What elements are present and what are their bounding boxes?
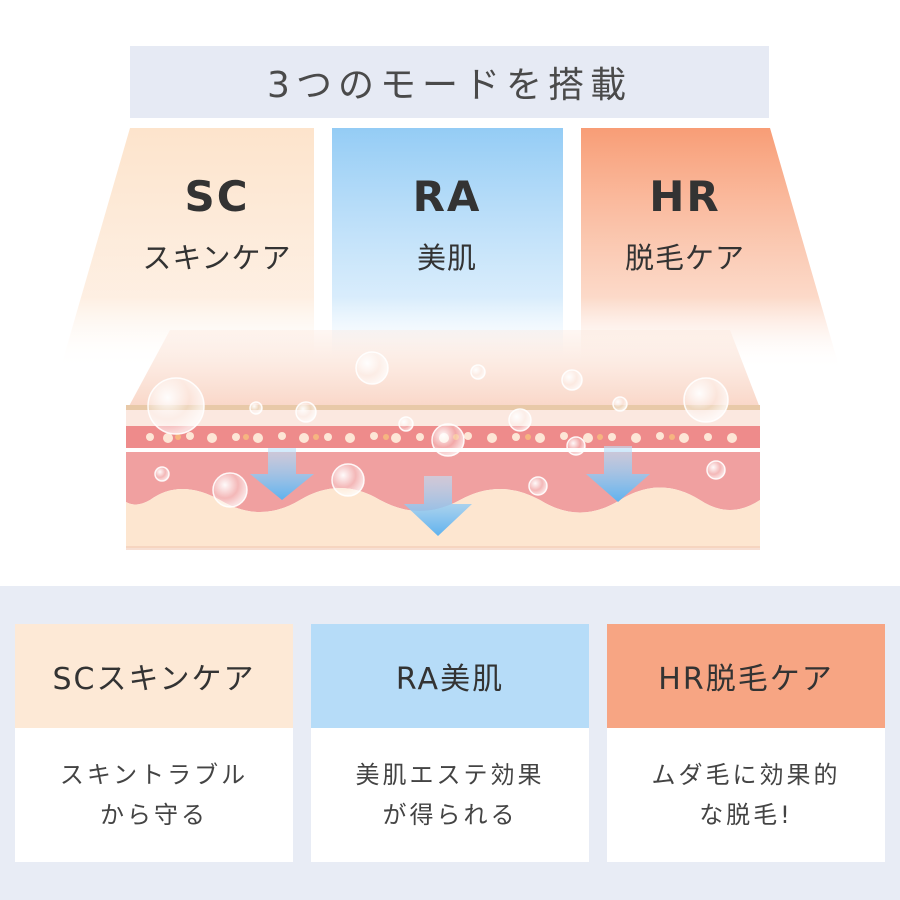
card-hr: HR脱毛ケア ムダ毛に効果的 な脱毛! — [607, 624, 885, 862]
page-title: 3つのモードを搭載 — [130, 46, 769, 118]
mode-code: RA — [412, 172, 482, 221]
mode-code: HR — [649, 172, 721, 221]
penetration-arrows — [250, 446, 650, 536]
mode-hr: HR 脱毛ケア — [590, 172, 780, 277]
beam-ra — [332, 128, 563, 370]
cell-dots — [146, 432, 737, 443]
mode-code: SC — [184, 172, 250, 221]
card-description: ムダ毛に効果的 な脱毛! — [651, 761, 841, 829]
card-description: 美肌エステ効果 が得られる — [355, 761, 545, 829]
bubbles — [147, 351, 729, 508]
epidermis-line — [126, 405, 760, 410]
skin-surface — [128, 330, 760, 408]
card-heading: HR脱毛ケア — [607, 624, 885, 728]
mode-name: 美肌 — [416, 241, 477, 275]
beam-sc — [60, 128, 314, 370]
mode-ra: RA 美肌 — [352, 172, 542, 277]
mode-name: 脱毛ケア — [624, 241, 745, 275]
card-ra: RA美肌 美肌エステ効果 が得られる — [311, 624, 589, 862]
mode-name: スキンケア — [142, 241, 292, 275]
card-description: スキントラブル から守る — [59, 761, 249, 829]
card-heading: RA美肌 — [311, 624, 589, 728]
card-sc: SCスキンケア スキントラブル から守る — [15, 624, 293, 862]
bottom-shadow — [126, 546, 760, 550]
mode-sc: SC スキンケア — [122, 172, 312, 277]
beam-hr — [581, 128, 840, 370]
mode-light-beams — [60, 128, 840, 370]
card-heading: SCスキンケア — [15, 624, 293, 728]
skin-layers-illustration — [126, 330, 760, 550]
